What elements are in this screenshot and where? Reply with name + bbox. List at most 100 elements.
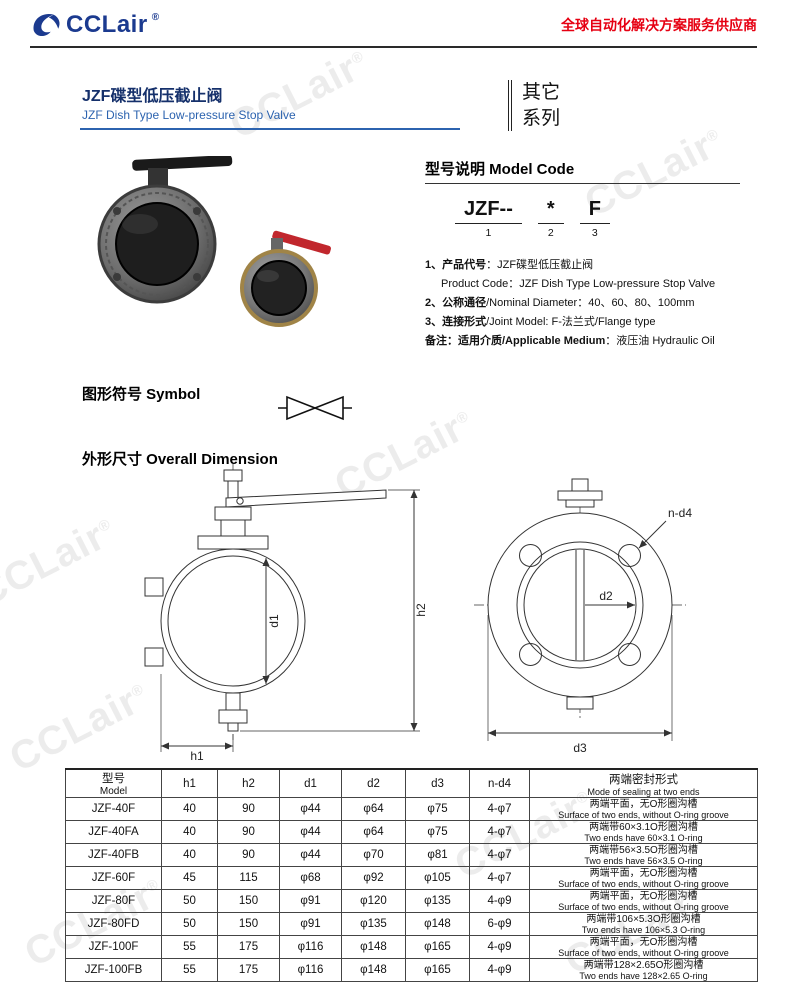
cell-h1: 50 — [161, 912, 218, 936]
header-model-en: Model — [99, 786, 128, 797]
cell-d1: φ116 — [279, 958, 342, 982]
model-code-row: JZF-- 1 * 2 F 3 — [455, 198, 610, 239]
cell-model: JZF-40FB — [65, 843, 162, 867]
model-code-heading: 型号说明 Model Code — [425, 161, 575, 178]
cell-h1: 55 — [161, 935, 218, 959]
cell-d2: φ120 — [341, 889, 406, 913]
cell-d1: φ116 — [279, 935, 342, 959]
header-d3: d3 — [405, 768, 470, 798]
cell-h2: 90 — [217, 820, 280, 844]
model-code-suffix: F — [579, 198, 610, 224]
header-d1: d1 — [279, 768, 342, 798]
dimension-heading: 外形尺寸 Overall Dimension — [82, 451, 278, 468]
dim-label-d2: d2 — [599, 589, 613, 603]
cell-d2: φ92 — [341, 866, 406, 890]
cell-nd4: 4-φ7 — [469, 843, 530, 867]
cell-nd4: 4-φ7 — [469, 866, 530, 890]
cell-d2: φ64 — [341, 797, 406, 821]
header-h1: h1 — [161, 768, 218, 798]
title-underline — [80, 128, 460, 130]
page-title-zh: JZF碟型低压截止阀 — [82, 88, 223, 105]
model-code-prefix: JZF-- — [455, 198, 522, 224]
model-code-items: 1、产品代号：JZF碟型低压截止阀 Product Code：JZF Dish T… — [425, 256, 751, 351]
cell-d3: φ135 — [405, 889, 470, 913]
header-model-zh: 型号 — [102, 773, 125, 785]
table-header-row: 型号 Model h1 h2 d1 d2 d3 n-d4 两端密封形式 Mode… — [65, 768, 758, 798]
cell-d1: φ91 — [279, 912, 342, 936]
symbol-heading: 图形符号 Symbol — [82, 386, 201, 403]
watermark: CCLair® — [222, 46, 368, 148]
product-photo-large — [97, 156, 233, 304]
dim-label-d3: d3 — [573, 741, 587, 755]
model-code-item: 备注：适用介质/Applicable Medium：液压油 Hydraulic … — [425, 335, 715, 347]
cell-nd4: 4-φ7 — [469, 820, 530, 844]
cell-nd4: 4-φ7 — [469, 797, 530, 821]
cell-d3: φ165 — [405, 958, 470, 982]
cell-h1: 45 — [161, 866, 218, 890]
cell-nd4: 4-φ9 — [469, 935, 530, 959]
header-model: 型号 Model — [65, 768, 162, 798]
model-code-index-2: 2 — [547, 227, 554, 239]
model-code-divider — [425, 183, 740, 184]
model-code-item: 1、产品代号：JZF碟型低压截止阀 — [425, 259, 594, 271]
cell-d3: φ75 — [405, 797, 470, 821]
cell-d2: φ148 — [341, 958, 406, 982]
model-code-part-3: F 3 — [579, 198, 610, 239]
cell-h2: 90 — [217, 843, 280, 867]
page-title-en: JZF Dish Type Low-pressure Stop Valve — [82, 108, 296, 122]
front-view-drawing: d1 h2 h1 — [144, 464, 428, 762]
cell-d1: φ44 — [279, 797, 342, 821]
cell-h1: 40 — [161, 820, 218, 844]
model-code-item: Product Code：JZF Dish Type Low-pressure … — [441, 278, 716, 290]
model-code-part-1: JZF-- 1 — [455, 198, 522, 239]
cell-model: JZF-100F — [65, 935, 162, 959]
watermark: CCLair® — [0, 514, 115, 616]
cell-d3: φ165 — [405, 935, 470, 959]
cell-model: JZF-80FD — [65, 912, 162, 936]
cell-h2: 115 — [217, 866, 280, 890]
cell-model: JZF-80F — [65, 889, 162, 913]
cell-model: JZF-60F — [65, 866, 162, 890]
header-d2: d2 — [341, 768, 406, 798]
cell-h2: 150 — [217, 889, 280, 913]
cell-h2: 175 — [217, 935, 280, 959]
logo: CCLair ® — [30, 10, 159, 40]
logo-registered-mark: ® — [151, 12, 160, 23]
header-tagline: 全球自动化解决方案服务供应商 — [561, 17, 757, 33]
cell-model: JZF-100FB — [65, 958, 162, 982]
cell-h2: 90 — [217, 797, 280, 821]
model-code-star: * — [537, 198, 564, 224]
cell-d2: φ70 — [341, 843, 406, 867]
header-seal: 两端密封形式 Mode of sealing at two ends — [529, 768, 758, 798]
series-line2: 系列 — [522, 107, 561, 129]
valve-symbol-icon — [278, 395, 352, 421]
cell-h1: 40 — [161, 797, 218, 821]
cell-h1: 50 — [161, 889, 218, 913]
logo-text: CCLair — [66, 11, 148, 38]
series-tab: 其它 系列 — [508, 80, 561, 132]
cell-h1: 40 — [161, 843, 218, 867]
cell-d3: φ75 — [405, 820, 470, 844]
logo-swoosh-icon — [33, 14, 60, 37]
cell-d3: φ105 — [405, 866, 470, 890]
flange-view-drawing: d2 n-d4 d3 — [474, 478, 692, 755]
dim-label-h1: h1 — [190, 749, 204, 762]
cell-d1: φ68 — [279, 866, 342, 890]
dim-label-d1: d1 — [267, 614, 281, 628]
cell-h2: 150 — [217, 912, 280, 936]
model-code-index-1: 1 — [485, 227, 492, 239]
cell-d1: φ44 — [279, 820, 342, 844]
cell-nd4: 4-φ9 — [469, 958, 530, 982]
